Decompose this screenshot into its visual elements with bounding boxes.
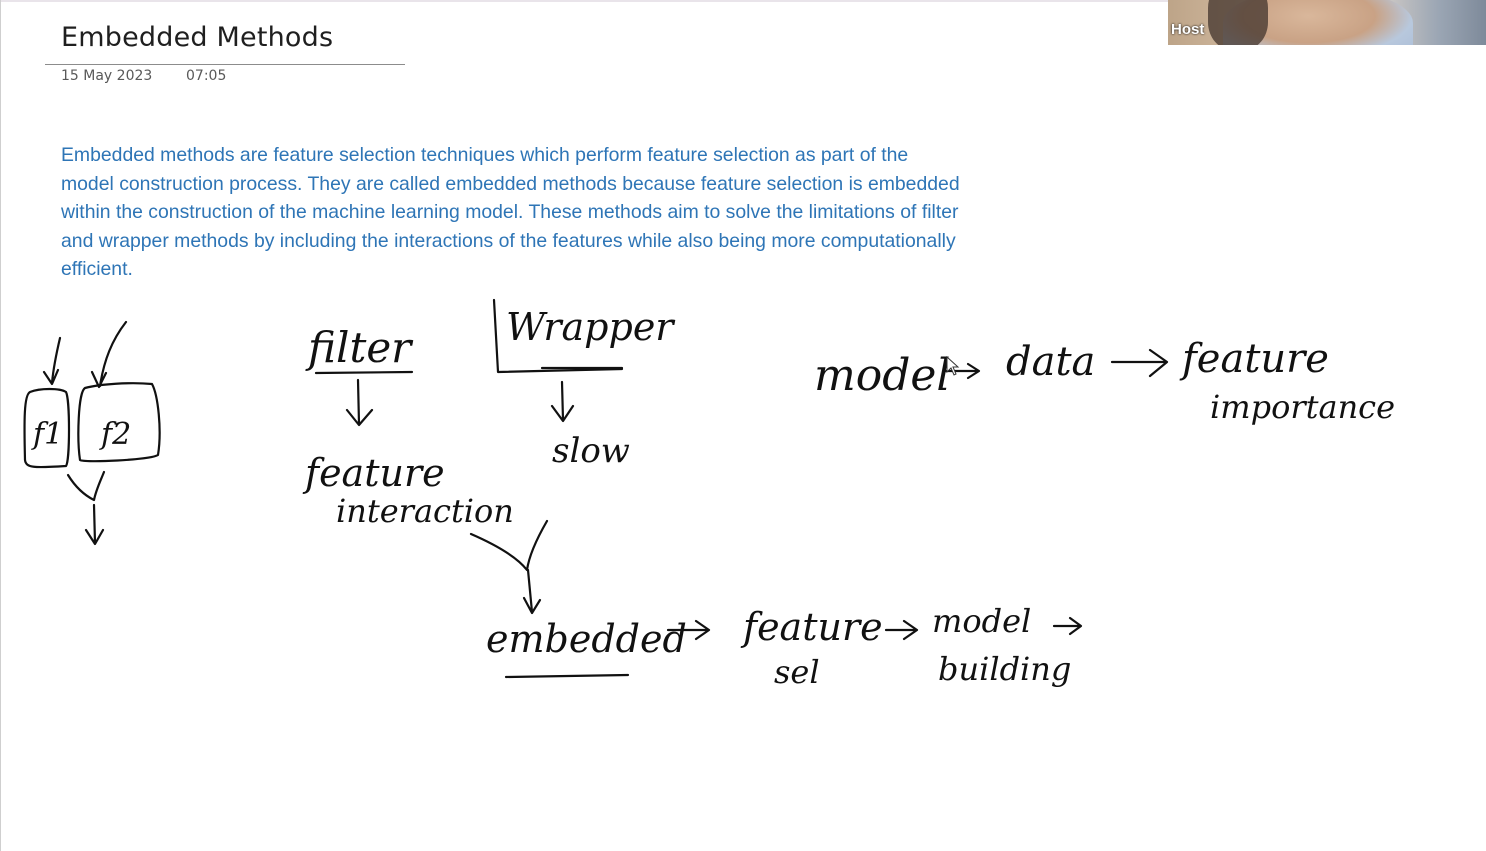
f1-box: [23, 387, 71, 469]
embedded-underline: [504, 673, 630, 679]
f2-box: [77, 382, 161, 463]
cursor-icon: [946, 356, 960, 376]
model-label: model: [814, 350, 951, 401]
embedded-arrow-down: [522, 568, 542, 615]
arrow-into-f2: [90, 320, 128, 389]
feature-importance-line2: importance: [1210, 388, 1395, 426]
feature-importance-line1: feature: [1179, 336, 1329, 382]
page-time: 07:05: [186, 68, 227, 84]
data-label: data: [1006, 339, 1095, 385]
window-top-edge: [0, 0, 1486, 2]
model-building-line1: model: [932, 602, 1031, 640]
canvas-left-edge: [0, 0, 1, 851]
model-building-line2: building: [938, 650, 1071, 688]
page-date: 15 May 2023: [61, 68, 153, 84]
embedded-merge-lines: [469, 519, 549, 572]
merge-arrow-down: [84, 503, 105, 546]
host-label: Host: [1171, 21, 1205, 38]
body-paragraph[interactable]: Embedded methods are feature selection t…: [61, 144, 960, 281]
arrow-feature-to-model: [884, 619, 919, 641]
filter-label: filter: [305, 323, 414, 372]
wrapper-left-bracket: [492, 298, 624, 374]
arrow-into-f1: [42, 336, 62, 386]
host-video-tile[interactable]: Host: [1168, 0, 1486, 45]
f1-label: f1: [31, 417, 63, 452]
page-title[interactable]: Embedded Methods: [61, 22, 334, 53]
wrapper-arrow-down: [550, 380, 575, 423]
filter-arrow-down: [345, 378, 374, 427]
feature-interaction-line2: interaction: [336, 492, 514, 530]
arrow-model-to-data: [942, 362, 981, 380]
slow-label: slow: [552, 431, 630, 471]
feature-sel-line1: feature: [740, 605, 883, 649]
feature-sel-line2: sel: [774, 653, 820, 691]
arrow-after-model-building: [1052, 616, 1083, 636]
merge-lines: [66, 470, 106, 502]
feature-interaction-line1: feature: [302, 451, 445, 495]
f2-label: f2: [99, 417, 131, 452]
title-rule: [45, 64, 405, 65]
embedded-label: embedded: [486, 617, 687, 661]
wrapper-label: Wrapper: [506, 305, 676, 349]
arrow-data-to-feature: [1110, 348, 1169, 378]
filter-underline: [314, 370, 414, 375]
host-video-hair: [1208, 0, 1268, 45]
arrow-embedded-to-feature: [666, 619, 711, 641]
